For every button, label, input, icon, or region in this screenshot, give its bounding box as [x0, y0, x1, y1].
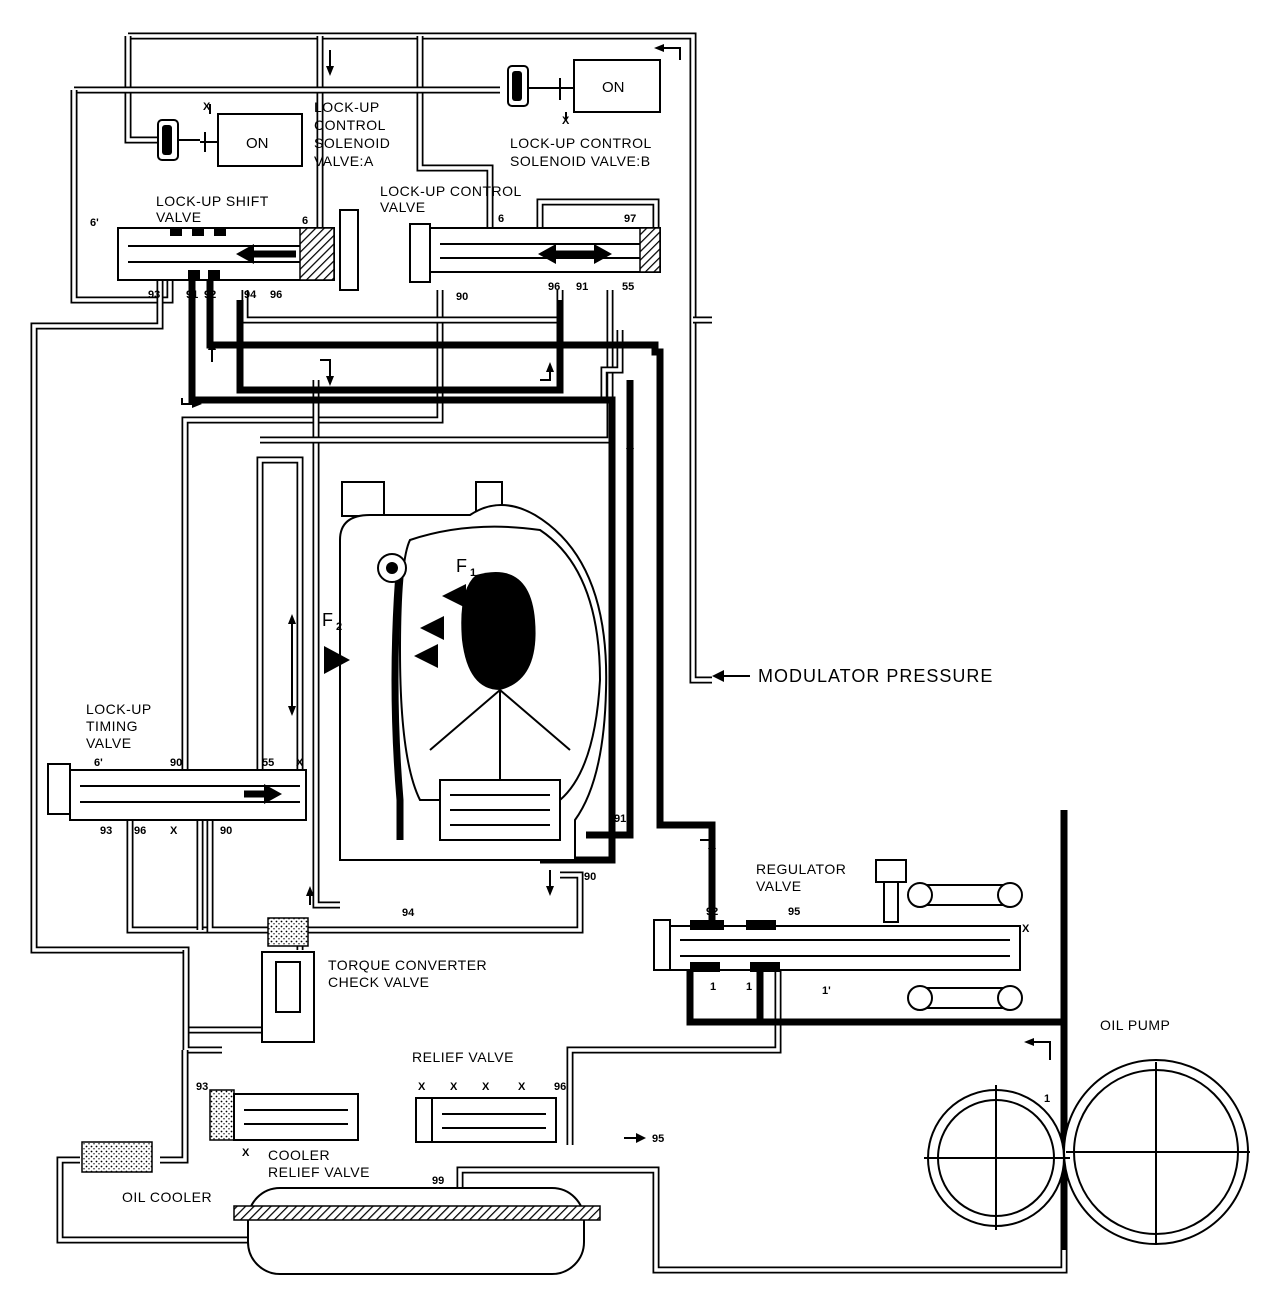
label-regulator-valve: REGULATOR VALVE [756, 861, 851, 894]
ctrl-port-91: 91 [576, 281, 588, 293]
label-cooler-relief-valve: COOLER RELIEF VALVE [268, 1147, 370, 1180]
label-timing-valve: LOCK-UP TIMING VALVE [86, 701, 156, 751]
label-solenoid-a: LOCK-UP CONTROL SOLENOID VALVE:A [314, 99, 395, 169]
ctrl-port-6: 6 [498, 213, 504, 225]
force-f2-sub: 2 [336, 621, 342, 633]
label-oil-pump: OIL PUMP [1100, 1017, 1170, 1033]
shift-port-96: 96 [270, 289, 282, 301]
timing-port-6p: 6' [94, 757, 103, 769]
line-pressure-lines [188, 276, 1068, 1250]
shift-port-94: 94 [244, 289, 257, 301]
label-control-valve: LOCK-UP CONTROL VALVE [380, 183, 526, 215]
torque-converter-check-valve [261, 917, 315, 1043]
solenoid-a-exhaust-label: X [203, 101, 211, 113]
ctrl-port-90: 90 [456, 291, 468, 303]
regulator-valve: 92 95 1 1 1' X [653, 859, 1030, 1011]
ctrl-port-97: 97 [624, 213, 636, 225]
label-relief-valve: RELIEF VALVE [412, 1049, 514, 1065]
pump-port-1: 1 [1044, 1093, 1050, 1105]
force-f1-label: F [456, 556, 468, 576]
lockup-timing-valve: 6' 90 55 X 93 96 X 90 [47, 757, 307, 837]
reg-port-x: X [1022, 923, 1030, 935]
cooler-port-99: 99 [432, 1175, 444, 1187]
force-f1-sub: 1 [470, 567, 476, 579]
torque-converter: F 1 F 2 91 90 94 [322, 481, 626, 919]
ctrl-port-55: 55 [622, 281, 634, 293]
modulator-pressure-lines [70, 32, 712, 684]
relief-port-96: 96 [554, 1081, 566, 1093]
label-solenoid-b: LOCK-UP CONTROL SOLENOID VALVE:B [510, 135, 656, 169]
shift-port-91: 91 [186, 289, 198, 301]
reg-port-1b: 1 [746, 981, 752, 993]
shift-port-6p: 6' [90, 217, 99, 229]
cooler-port-x: X [242, 1147, 250, 1159]
solenoid-valve-b: ON X [507, 59, 661, 127]
relief-port-x4: X [518, 1081, 526, 1093]
oil-pump: 1 [924, 1059, 1250, 1245]
tc-port-90: 90 [584, 871, 596, 883]
label-shift-valve: LOCK-UP SHIFT VALVE [156, 193, 273, 225]
relief-port-x3: X [482, 1081, 490, 1093]
cooler-relief-valve: 93 X [196, 1081, 359, 1159]
label-oil-cooler: OIL COOLER [122, 1189, 212, 1205]
lockup-control-valve: 6 97 90 96 91 55 [409, 213, 661, 303]
lockup-shift-valve: 6' 6 93 91 92 94 96 [90, 209, 359, 301]
timing-port-55: 55 [262, 757, 274, 769]
ctrl-port-96: 96 [548, 281, 560, 293]
component-labels: LOCK-UP CONTROL SOLENOID VALVE:A LOCK-UP… [86, 99, 1170, 1205]
timing-port-90b: 90 [220, 825, 232, 837]
cooler-port-93: 93 [196, 1081, 208, 1093]
solenoid-b-exhaust-label: X [562, 115, 570, 127]
tc-port-91: 91 [614, 813, 626, 825]
tc-port-94: 94 [402, 907, 415, 919]
oil-cooler: 99 [81, 1141, 601, 1275]
label-modulator-pressure: MODULATOR PRESSURE [758, 666, 993, 686]
timing-port-x: X [296, 757, 304, 769]
solenoid-a-on-label: ON [246, 135, 269, 152]
relief-port-x2: X [450, 1081, 458, 1093]
shift-port-92: 92 [204, 289, 216, 301]
reg-port-95: 95 [788, 906, 800, 918]
reg-port-92: 92 [706, 906, 718, 918]
solenoid-valve-a: ON X [157, 101, 303, 167]
force-f2-label: F [322, 610, 334, 630]
reg-port-1p: 1' [822, 985, 831, 997]
relief-port-x1: X [418, 1081, 426, 1093]
relief-out-95: 95 [652, 1133, 664, 1145]
flow-arrows [181, 44, 1051, 1060]
reg-port-1a: 1 [710, 981, 716, 993]
shift-port-93: 93 [148, 289, 160, 301]
shift-port-6: 6 [302, 215, 308, 227]
solenoid-b-on-label: ON [602, 79, 625, 96]
relief-valve: X X X X 96 95 [415, 1081, 664, 1145]
label-tc-check-valve: TORQUE CONVERTER CHECK VALVE [328, 957, 492, 990]
timing-port-93: 93 [100, 825, 112, 837]
timing-port-x2: X [170, 825, 178, 837]
timing-port-96: 96 [134, 825, 146, 837]
timing-port-90a: 90 [170, 757, 182, 769]
